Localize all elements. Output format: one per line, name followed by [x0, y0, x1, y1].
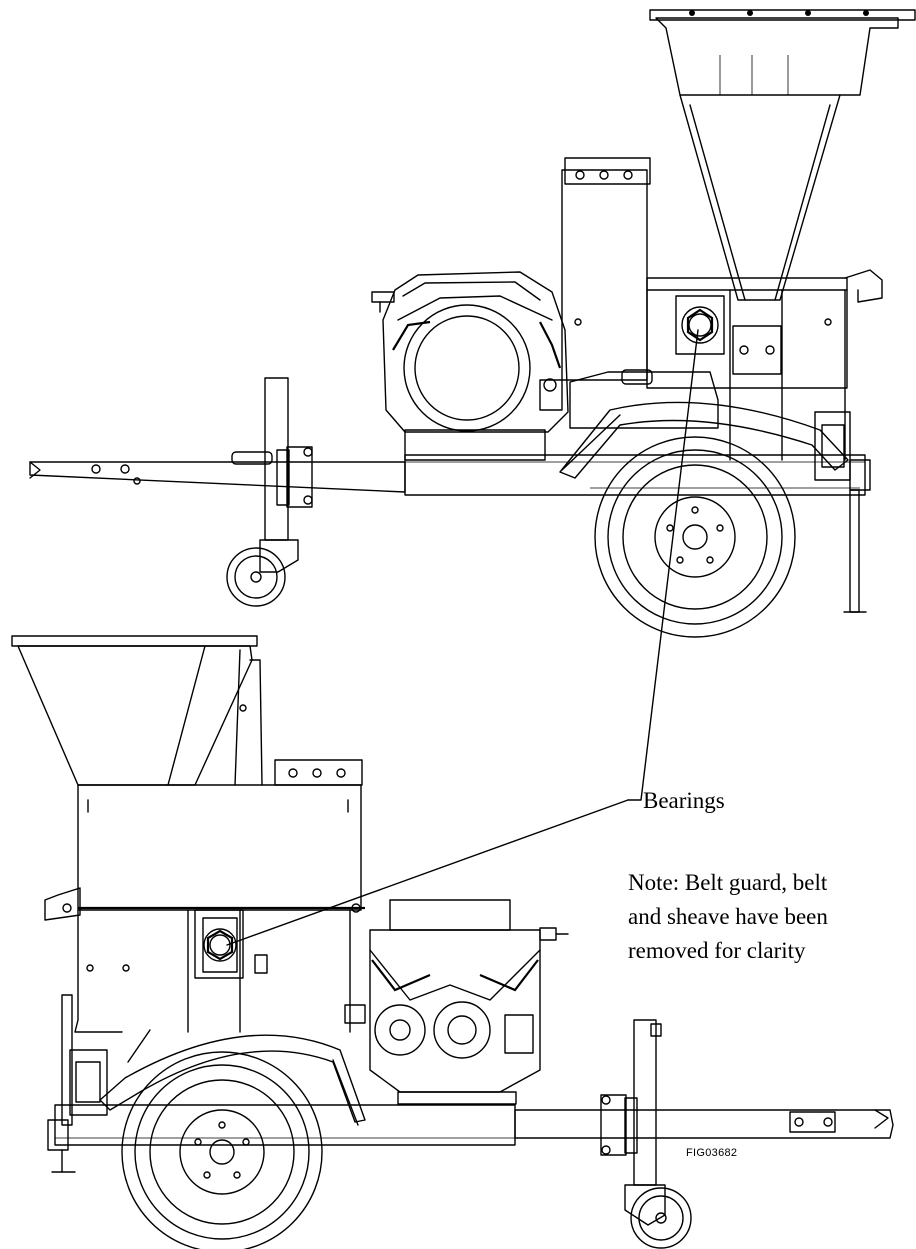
bottom-bearing [194, 909, 244, 979]
note-line-3: removed for clarity [628, 938, 806, 963]
bottom-wheel [121, 1051, 323, 1249]
leader-to-bottom-bearing [226, 799, 629, 946]
top-machine [29, 9, 916, 638]
top-hopper [649, 9, 916, 301]
bottom-jack-stand [600, 1019, 692, 1249]
bearings-leader-lines [226, 329, 699, 946]
bottom-machine [11, 635, 894, 1249]
leader-to-top-bearing [627, 329, 699, 801]
top-bearing [675, 295, 725, 355]
bearings-label: Bearings [643, 788, 725, 813]
bottom-mixing-box [44, 759, 365, 1033]
top-wheel [594, 436, 796, 638]
bottom-engine [344, 899, 569, 1105]
note-line-1: Note: Belt guard, belt [628, 870, 828, 895]
note-line-2: and sheave have been [628, 904, 828, 929]
top-mixing-box [561, 157, 883, 461]
bottom-tow-tongue [47, 1104, 894, 1173]
top-engine [371, 271, 569, 461]
top-tow-tongue [29, 454, 866, 496]
bottom-hopper [11, 635, 263, 786]
top-jack-stand [226, 377, 313, 607]
top-rear-stand [814, 411, 871, 613]
bottom-fender [99, 1029, 366, 1126]
bottom-rear-stand [61, 994, 108, 1126]
figure-id: FIG03682 [686, 1147, 738, 1159]
top-fender [559, 369, 849, 479]
